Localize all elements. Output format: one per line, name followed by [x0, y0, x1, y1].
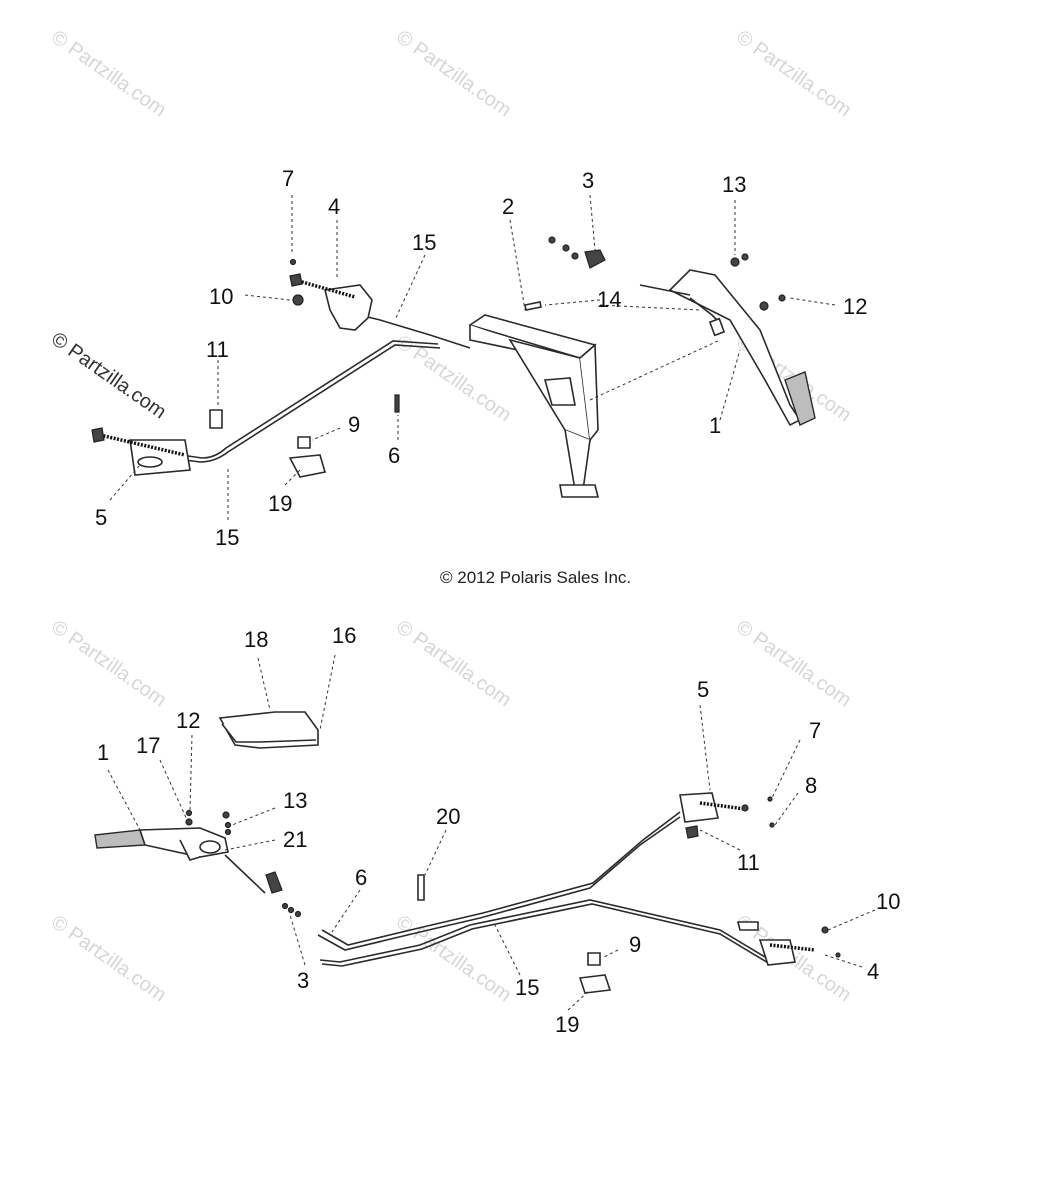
- equalizer-5: [91, 427, 191, 476]
- watermark: © Partzilla.com: [47, 616, 170, 711]
- callout-label: 7: [809, 718, 821, 743]
- cable-15: [184, 344, 441, 463]
- callout-label: 13: [283, 788, 307, 813]
- callout-label: 6: [355, 865, 367, 890]
- watermark: © Partzilla.com: [732, 616, 855, 711]
- bolt-9-clip-19: [288, 436, 327, 478]
- callout-label: 9: [629, 932, 641, 957]
- cover-18: [218, 711, 319, 749]
- cable-15-bottom: [321, 811, 681, 946]
- rod-from-handle: [224, 854, 266, 894]
- callout-label: 7: [282, 166, 294, 191]
- watermark: © Partzilla.com: [392, 26, 515, 121]
- callout-label: 10: [876, 889, 900, 914]
- callout-label: 11: [737, 850, 760, 875]
- callout-label: 9: [348, 412, 360, 437]
- copyright-text: © 2012 Polaris Sales Inc.: [440, 568, 631, 587]
- brake-handle-1-bottom: [94, 827, 229, 861]
- cable-15-bottom-lower: [319, 899, 771, 963]
- hardware-13-12: [730, 253, 786, 311]
- callout-label: 14: [597, 287, 621, 312]
- callout-label: 20: [436, 804, 460, 829]
- callout-label: 4: [328, 194, 340, 219]
- pin-20: [417, 874, 425, 901]
- rod-to-handle: [639, 284, 691, 296]
- top-diagram: 7 4 15 2 3 13 10 14 12 11 1 9 6 5 19 15: [91, 166, 867, 550]
- callout-label: 18: [244, 627, 268, 652]
- equalizer-4: [289, 258, 373, 331]
- bolt-9-clip-19-bottom: [578, 952, 612, 994]
- cable-15-bottom-lower: [321, 903, 771, 967]
- pin-6: [394, 394, 400, 413]
- callout-label: 1: [709, 413, 721, 438]
- bottom-leaders: [107, 654, 876, 1011]
- callout-label: 19: [555, 1012, 579, 1037]
- callout-label: 1: [97, 740, 109, 765]
- equalizer-4-bottom: [736, 921, 841, 966]
- bolt-11: [209, 409, 223, 429]
- watermark: © Partzilla.com: [392, 911, 515, 1006]
- callout-label: 8: [805, 773, 817, 798]
- callout-label: 10: [209, 284, 233, 309]
- callout-label: 17: [136, 733, 160, 758]
- callout-label: 11: [206, 337, 229, 362]
- callout-label: 12: [176, 708, 200, 733]
- clevis-3-bottom: [265, 871, 302, 918]
- bottom-diagram: 18 16 5 12 7 1 17 13 8 21 20 11 6 10 9 3…: [94, 623, 900, 1037]
- callout-label: 3: [582, 168, 594, 193]
- brake-handle-1: [668, 269, 816, 427]
- callout-label: 19: [268, 491, 292, 516]
- watermark: © Partzilla.com: [392, 616, 515, 711]
- callout-label: 13: [722, 172, 746, 197]
- top-leaders: [109, 194, 836, 520]
- callout-label: 5: [697, 677, 709, 702]
- watermark-dark: © Partzilla.com: [47, 328, 170, 423]
- cable-15-bottom: [317, 816, 681, 951]
- watermark: © Partzilla.com: [47, 911, 170, 1006]
- callout-label: 15: [412, 230, 436, 255]
- watermark: © Partzilla.com: [47, 26, 170, 121]
- callout-label: 15: [515, 975, 539, 1000]
- callout-label: 15: [215, 525, 239, 550]
- bracket-2: [468, 314, 600, 498]
- callout-label: 12: [843, 294, 867, 319]
- callout-label: 6: [388, 443, 400, 468]
- callout-label: 5: [95, 505, 107, 530]
- bolt-14: [524, 301, 542, 311]
- callout-label: 3: [297, 968, 309, 993]
- clevis-3: [548, 236, 606, 269]
- watermark: © Partzilla.com: [732, 26, 855, 121]
- callout-label: 4: [867, 959, 879, 984]
- hardware-12-13-17: [185, 809, 232, 836]
- equalizer-5-bottom: [679, 792, 775, 839]
- callout-label: 2: [502, 194, 514, 219]
- callout-label: 21: [283, 827, 307, 852]
- callout-label: 16: [332, 623, 356, 648]
- cable-15: [187, 340, 439, 459]
- cable-15-upper: [359, 314, 471, 349]
